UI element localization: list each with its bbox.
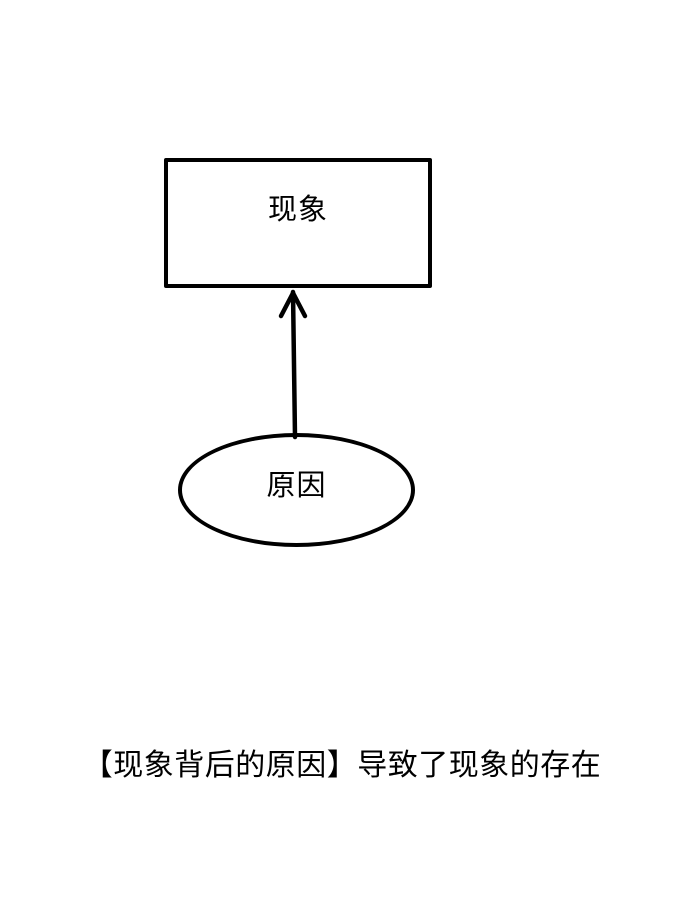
- arrow-head-icon: [278, 290, 308, 319]
- diagram-caption: 【现象背后的原因】导致了现象的存在: [82, 748, 602, 783]
- arrow-shaft: [290, 289, 298, 440]
- cause-node-ellipse: 原因: [178, 433, 415, 547]
- effect-node-label: 现象: [267, 192, 328, 226]
- cause-node-label: 原因: [266, 468, 327, 502]
- effect-node-rectangle: 现象: [164, 158, 432, 288]
